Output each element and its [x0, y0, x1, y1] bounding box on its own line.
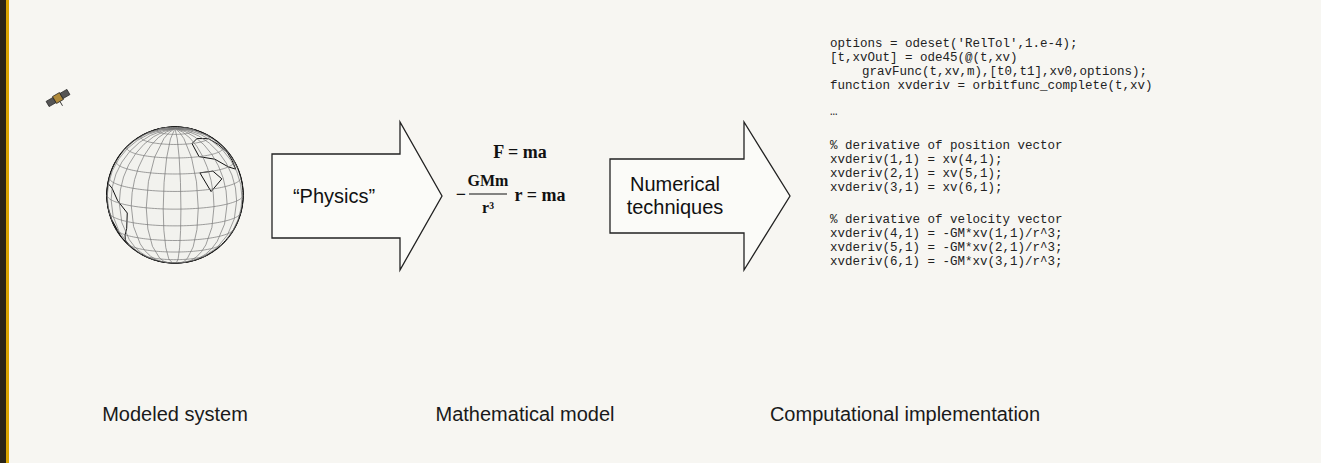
- code-line: xvderiv(4,1) = -GM*xv(1,1)/r^3;: [830, 227, 1063, 241]
- caption: Modeled system: [102, 403, 248, 426]
- code-line: xvderiv(2,1) = xv(5,1);: [830, 167, 1003, 181]
- graticule: [107, 127, 243, 263]
- code-line: xvderiv(6,1) = -GM*xv(3,1)/r^3;: [830, 255, 1063, 269]
- continent: [107, 127, 243, 263]
- arrow-label: “Physics”: [293, 185, 375, 208]
- code-line: [t,xvOut] = ode45(@(t,xv): [830, 51, 1018, 65]
- code-line: xvderiv(3,1) = xv(6,1);: [830, 181, 1003, 195]
- code-line: xvderiv(1,1) = xv(4,1);: [830, 153, 1003, 167]
- block-arrow: Numerical techniques: [610, 122, 790, 270]
- code-line: function xvderiv = orbitfunc_complete(t,…: [830, 79, 1153, 93]
- globe-ocean: [107, 127, 243, 263]
- caption: Computational implementation: [770, 403, 1040, 426]
- globe: [107, 127, 243, 263]
- arrow-shape: [610, 122, 790, 270]
- fraction-denominator: r³: [482, 199, 494, 217]
- minus-sign: −: [456, 184, 466, 205]
- code-comment: % derivative of position vector: [830, 139, 1063, 153]
- satellite: [46, 89, 73, 112]
- equation: r = ma: [515, 185, 566, 206]
- edge-stripe: [6, 0, 9, 463]
- code-line: xvderiv(5,1) = -GM*xv(2,1)/r^3;: [830, 241, 1063, 255]
- edge-bar: [0, 0, 6, 463]
- arrow-text-box: “Physics”: [276, 154, 392, 238]
- fraction-numerator: GMm: [468, 172, 509, 190]
- block-arrow: “Physics”: [272, 122, 442, 270]
- code-comment: …: [830, 105, 838, 119]
- code-line: gravFunc(t,xv,m),[t0,t1],xv0,options);: [862, 65, 1147, 79]
- fraction-bar: [469, 193, 507, 194]
- continent: [107, 127, 243, 263]
- arrow-label: Numerical techniques: [614, 173, 736, 219]
- equation: F = ma: [493, 142, 547, 163]
- arrow-text-box: Numerical techniques: [614, 159, 736, 233]
- code-line: options = odeset('RelTol',1.e-4);: [830, 37, 1078, 51]
- arrow-shape: [272, 122, 442, 270]
- code-comment: % derivative of velocity vector: [830, 213, 1063, 227]
- caption: Mathematical model: [436, 403, 615, 426]
